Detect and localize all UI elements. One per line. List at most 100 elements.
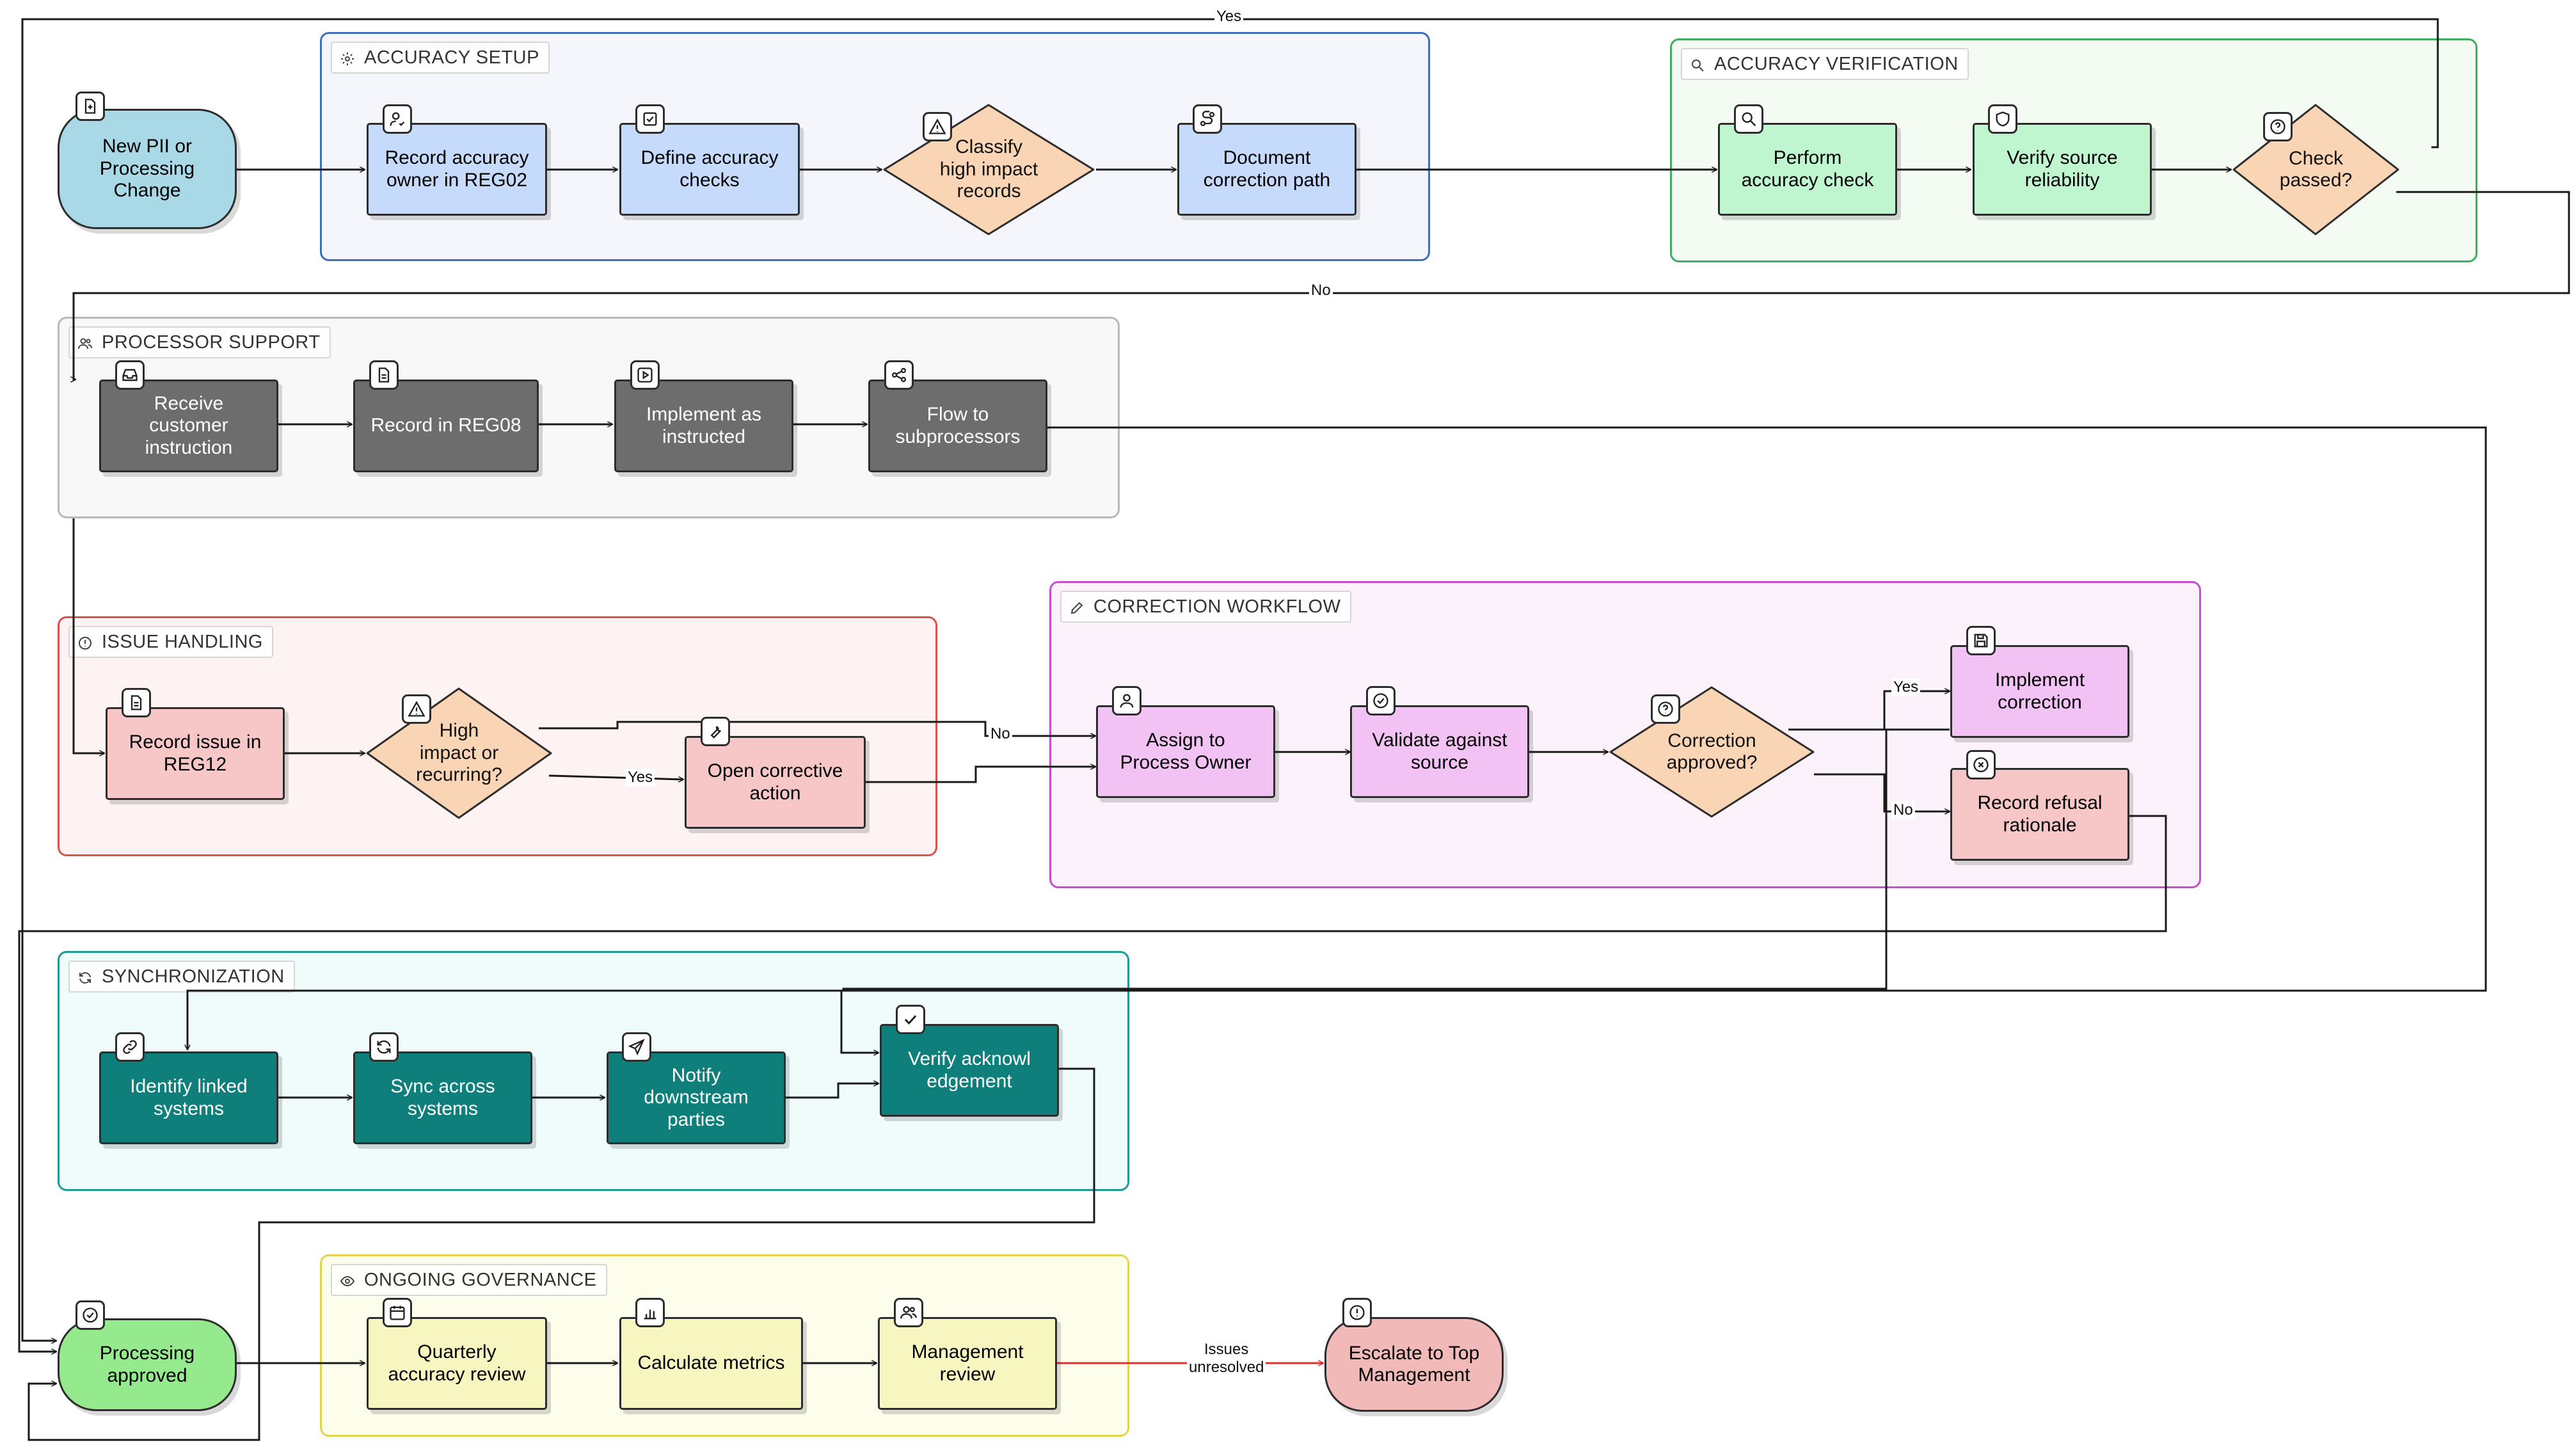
node-label: Validate against source bbox=[1372, 730, 1507, 773]
node-notify-parties[interactable]: Notify downstream parties bbox=[607, 1051, 786, 1144]
group-title: SYNCHRONIZATION bbox=[102, 966, 285, 987]
group-label-correction-workflow: CORRECTION WORKFLOW bbox=[1060, 591, 1351, 623]
edge-label-no-top: No bbox=[1309, 282, 1333, 300]
edge-open-assign bbox=[866, 767, 1095, 783]
edge-verify-approved bbox=[28, 1067, 1095, 1441]
node-label: Implement correction bbox=[1994, 669, 2085, 713]
node-high-impact[interactable]: High impact or recurring? bbox=[365, 686, 553, 820]
group-title: ACCURACY VERIFICATION bbox=[1714, 53, 1959, 74]
node-label: Define accuracy checks bbox=[640, 147, 779, 191]
node-start[interactable]: New PII or Processing Change bbox=[58, 109, 237, 229]
node-sync-systems[interactable]: Sync across systems bbox=[353, 1051, 532, 1144]
group-label-accuracy-verification: ACCURACY VERIFICATION bbox=[1681, 48, 1969, 80]
x-circle-icon bbox=[1966, 750, 1996, 779]
group-label-ongoing-governance: ONGOING GOVERNANCE bbox=[331, 1264, 607, 1296]
node-calc-metrics[interactable]: Calculate metrics bbox=[619, 1317, 803, 1410]
edge-processor-issue bbox=[72, 518, 104, 753]
node-perform-check[interactable]: Perform accuracy check bbox=[1718, 123, 1897, 216]
node-label: Escalate to Top Management bbox=[1348, 1342, 1480, 1386]
node-label: Record in REG08 bbox=[370, 415, 521, 436]
group-title: PROCESSOR SUPPORT bbox=[102, 332, 321, 353]
node-record-reg08[interactable]: Record in REG08 bbox=[353, 379, 539, 472]
node-label: Classify high impact records bbox=[939, 136, 1038, 202]
node-mgmt-review[interactable]: Management review bbox=[878, 1317, 1057, 1410]
group-title: ISSUE HANDLING bbox=[102, 631, 263, 652]
node-label: Receive customer instruction bbox=[145, 392, 233, 458]
node-label: Record refusal rationale bbox=[1977, 792, 2103, 836]
route-icon bbox=[1193, 104, 1222, 134]
node-receive-instruction[interactable]: Receive customer instruction bbox=[99, 379, 278, 472]
user-check-icon bbox=[383, 104, 412, 134]
node-label: Correction approved? bbox=[1666, 730, 1758, 774]
node-open-corrective[interactable]: Open corrective action bbox=[685, 736, 866, 829]
node-label: Quarterly accuracy review bbox=[388, 1341, 526, 1385]
node-label: Notify downstream parties bbox=[644, 1064, 749, 1130]
node-record-issue[interactable]: Record issue in REG12 bbox=[106, 707, 285, 800]
node-label: Identify linked systems bbox=[130, 1076, 248, 1119]
node-document-path[interactable]: Document correction path bbox=[1177, 123, 1356, 216]
node-label: Open corrective action bbox=[707, 760, 843, 804]
refresh-icon bbox=[79, 972, 91, 984]
pencil-icon bbox=[1070, 602, 1083, 614]
edge-implement-identify bbox=[187, 728, 1950, 1050]
node-quarterly-review[interactable]: Quarterly accuracy review bbox=[367, 1317, 547, 1410]
node-label: Assign to Process Owner bbox=[1120, 730, 1252, 773]
edge-notify-verify bbox=[784, 1083, 879, 1099]
node-label: Processing approved bbox=[99, 1343, 195, 1386]
node-implement-instructed[interactable]: Implement as instructed bbox=[614, 379, 793, 472]
node-classify[interactable]: Classify high impact records bbox=[882, 102, 1096, 237]
group-label-processor-support: PROCESSOR SUPPORT bbox=[68, 326, 331, 358]
node-check-passed[interactable]: Check passed? bbox=[2231, 102, 2401, 237]
edge-label-yes-top: Yes bbox=[1214, 8, 1244, 26]
node-label: High impact or recurring? bbox=[415, 720, 503, 786]
users-icon bbox=[894, 1298, 923, 1327]
group-label-accuracy-setup: ACCURACY SETUP bbox=[331, 42, 550, 74]
node-label: New PII or Processing Change bbox=[99, 136, 195, 202]
refresh-icon bbox=[369, 1032, 399, 1062]
node-label: Record issue in REG12 bbox=[129, 731, 262, 775]
gear-icon bbox=[341, 52, 354, 65]
save-icon bbox=[1966, 626, 1996, 655]
node-record-refusal[interactable]: Record refusal rationale bbox=[1950, 768, 2129, 861]
search-icon bbox=[1692, 60, 1704, 72]
inbox-icon bbox=[115, 360, 145, 390]
document-icon bbox=[369, 360, 399, 390]
node-processing-approved[interactable]: Processing approved bbox=[58, 1318, 237, 1411]
node-label: Verify source reliability bbox=[2007, 147, 2118, 191]
checkbox-icon bbox=[635, 104, 665, 134]
send-icon bbox=[622, 1032, 651, 1062]
node-define-checks[interactable]: Define accuracy checks bbox=[619, 123, 800, 216]
node-label: Sync across systems bbox=[390, 1076, 495, 1119]
node-implement-correction[interactable]: Implement correction bbox=[1950, 645, 2129, 738]
node-label: Flow to subprocessors bbox=[895, 404, 1021, 447]
node-label: Perform accuracy check bbox=[1741, 147, 1874, 191]
node-verify-source[interactable]: Verify source reliability bbox=[1973, 123, 2152, 216]
node-correction-approved[interactable]: Correction approved? bbox=[1608, 685, 1816, 819]
node-validate-source[interactable]: Validate against source bbox=[1350, 705, 1529, 798]
check-circle-icon bbox=[76, 1300, 105, 1330]
group-label-synchronization: SYNCHRONIZATION bbox=[68, 961, 295, 993]
node-label: Document correction path bbox=[1203, 147, 1331, 191]
file-plus-icon bbox=[76, 92, 105, 121]
search-icon bbox=[1734, 104, 1763, 134]
share-icon bbox=[884, 360, 914, 390]
node-record-owner[interactable]: Record accuracy owner in REG02 bbox=[367, 123, 547, 216]
help-circle-icon bbox=[1651, 694, 1680, 724]
node-flow-subprocessors[interactable]: Flow to subprocessors bbox=[868, 379, 1047, 472]
edge-refusal-approved bbox=[18, 815, 2167, 1352]
node-escalate[interactable]: Escalate to Top Management bbox=[1324, 1317, 1504, 1412]
eye-icon bbox=[340, 1275, 355, 1287]
users-icon bbox=[78, 338, 92, 349]
node-assign-owner[interactable]: Assign to Process Owner bbox=[1096, 705, 1275, 798]
bar-chart-icon bbox=[635, 1298, 665, 1327]
edge-label-yes-correction: Yes bbox=[1891, 678, 1921, 696]
node-label: Implement as instructed bbox=[646, 404, 762, 447]
warning-icon bbox=[923, 112, 952, 141]
edge-high-yes bbox=[548, 774, 683, 779]
edge-label-no-issue: No bbox=[989, 725, 1012, 743]
node-identify-linked[interactable]: Identify linked systems bbox=[99, 1051, 278, 1144]
help-circle-icon bbox=[2263, 112, 2293, 141]
node-verify-ack[interactable]: Verify acknowl edgement bbox=[880, 1024, 1059, 1117]
group-title: CORRECTION WORKFLOW bbox=[1093, 596, 1341, 617]
